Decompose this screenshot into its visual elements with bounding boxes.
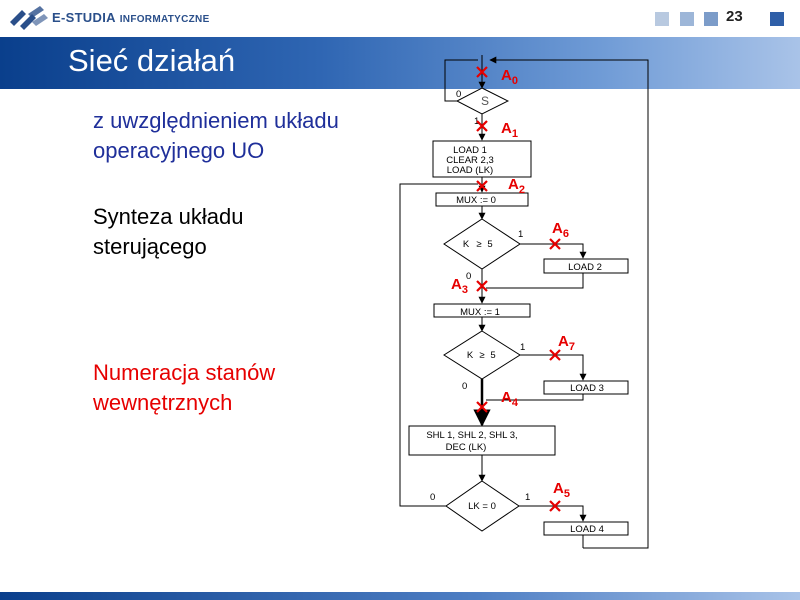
connector — [486, 394, 584, 401]
branch-label: 1 — [518, 229, 523, 240]
branch-label: 0 — [456, 89, 461, 100]
text-line: z uwzględnieniem układu — [93, 108, 339, 133]
box-load2 — [543, 258, 629, 274]
connector — [444, 59, 478, 102]
box-mux1-label: MUX := 1 — [460, 307, 500, 318]
nav-square-4 — [770, 12, 784, 26]
box-shl-line: DEC (LK) — [446, 442, 487, 453]
slide-title: Sieć działań — [68, 43, 236, 78]
state-a4: A4 — [501, 389, 519, 409]
s-label: S — [481, 94, 489, 108]
title-bar — [0, 37, 800, 89]
cross-icon — [476, 401, 488, 413]
logo-icon — [10, 6, 48, 30]
k2-op: ≥ — [479, 350, 484, 361]
k1-label: K — [463, 239, 470, 250]
logo — [6, 4, 246, 32]
box-load2-label: LOAD 2 — [568, 262, 602, 273]
connector — [520, 354, 587, 381]
state-a7: A7 — [558, 333, 575, 353]
text-line: sterującego — [93, 234, 207, 259]
text-line: Numeracja stanów — [93, 360, 276, 385]
nav-square-3 — [704, 12, 718, 26]
box-shl — [408, 425, 556, 456]
connector — [489, 56, 649, 549]
box-load1-line: CLEAR 2,3 — [446, 155, 494, 166]
connector — [520, 243, 587, 259]
box-shl-line: SHL 1, SHL 2, SHL 3, — [426, 430, 517, 441]
nav-square-1 — [655, 12, 669, 26]
box-load4-label: LOAD 4 — [570, 524, 604, 535]
branch-label: 1 — [520, 342, 525, 353]
connector — [399, 183, 478, 507]
branch-label: 0 — [462, 381, 467, 392]
box-load4 — [543, 521, 629, 536]
connector — [519, 505, 587, 522]
text-block-black: Synteza układu sterującego — [93, 202, 243, 262]
k1-op: ≥ — [476, 239, 481, 250]
k2-label: K — [467, 350, 474, 361]
connector — [486, 273, 584, 289]
page-number: 23 — [726, 8, 743, 25]
cross-icon — [549, 500, 561, 512]
cross-icon — [549, 238, 561, 250]
k2-val: 5 — [490, 350, 495, 361]
nav-square-2 — [680, 12, 694, 26]
state-a5: A5 — [553, 480, 570, 500]
branch-label: 0 — [466, 271, 471, 282]
state-a1: A1 — [501, 120, 518, 140]
box-mux0-label: MUX := 0 — [456, 195, 496, 206]
logo-text-main: E-STUDIA — [52, 10, 116, 25]
lk-label: LK = 0 — [468, 501, 496, 512]
box-load3 — [543, 380, 629, 395]
box-load3-label: LOAD 3 — [570, 383, 604, 394]
decision-k1 — [443, 218, 521, 270]
state-a6: A6 — [552, 220, 569, 240]
branch-label: 1 — [525, 492, 530, 503]
cross-icon — [549, 349, 561, 361]
cross-icon — [476, 180, 488, 192]
state-a2: A2 — [508, 176, 525, 196]
cross-icon — [476, 120, 488, 132]
text-block-blue: z uwzględnieniem układu operacyjnego UO — [93, 106, 339, 166]
branch-label: 0 — [430, 492, 435, 503]
text-line: Synteza układu — [93, 204, 244, 229]
logo-text: E-STUDIA INFORMATYCZNE — [52, 10, 210, 25]
text-line: operacyjnego UO — [93, 138, 265, 163]
cross-icon — [476, 280, 488, 292]
cross-icon — [476, 66, 488, 78]
box-load1-line: LOAD (LK) — [447, 165, 493, 176]
box-load1 — [432, 140, 532, 178]
state-a0: A0 — [501, 67, 518, 87]
decision-lk — [445, 480, 520, 532]
footer-bar — [0, 592, 800, 600]
text-block-red: Numeracja stanów wewnętrznych — [93, 358, 275, 418]
text-line: wewnętrznych — [93, 390, 233, 415]
k1-val: 5 — [487, 239, 492, 250]
box-load1-line: LOAD 1 — [453, 145, 487, 156]
logo-text-sub: INFORMATYCZNE — [119, 14, 210, 25]
state-a3: A3 — [451, 276, 468, 296]
